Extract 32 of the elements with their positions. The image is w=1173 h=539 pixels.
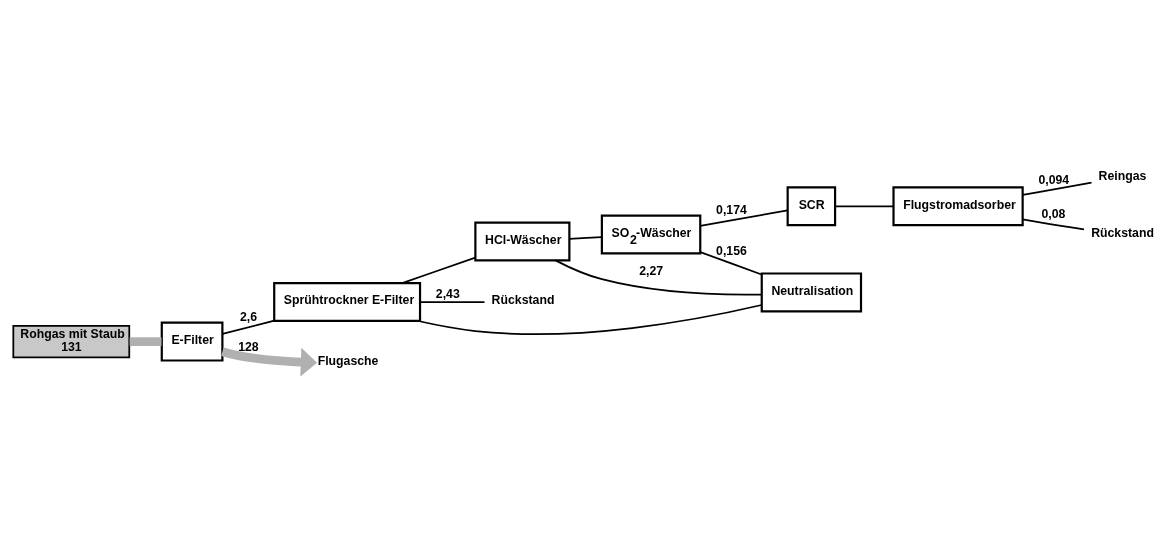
node-box: Sprühtrockner E-Filter [273, 281, 422, 322]
connector [554, 259, 763, 295]
node-box: Neutralisation [760, 271, 863, 312]
edge-label: 128 [238, 339, 259, 354]
connector [1021, 181, 1093, 196]
node-text: Reingas [1098, 168, 1147, 183]
connector [699, 209, 789, 227]
edge-label: 2,43 [435, 286, 460, 301]
node-text: Rückstand [491, 292, 555, 307]
connector [221, 319, 276, 335]
connector [834, 204, 895, 207]
node-box: Rohgas mit Staub 131 [12, 324, 131, 358]
node-box: E-Filter [160, 321, 224, 362]
connector [401, 256, 477, 284]
connector [1021, 217, 1085, 230]
node-box: Flugstromadsorber [892, 185, 1024, 226]
edge-label: 0,094 [1038, 172, 1070, 187]
connector [417, 303, 763, 335]
node-text: Rückstand [1091, 225, 1154, 240]
connector [699, 250, 763, 275]
connector [419, 300, 486, 303]
node-box: HCl-Wäscher [474, 220, 571, 261]
edge-label: 2,6 [239, 309, 258, 324]
node-text: Flugasche [317, 353, 379, 368]
connector [568, 235, 603, 240]
edge-label: 0,156 [716, 243, 747, 258]
connector [129, 336, 162, 346]
edge-label: 0,174 [716, 202, 747, 217]
arrow [221, 347, 318, 376]
edge-label: 2,27 [639, 263, 664, 278]
edge-label: 0,08 [1041, 206, 1066, 221]
node-box: SCR [786, 185, 837, 226]
